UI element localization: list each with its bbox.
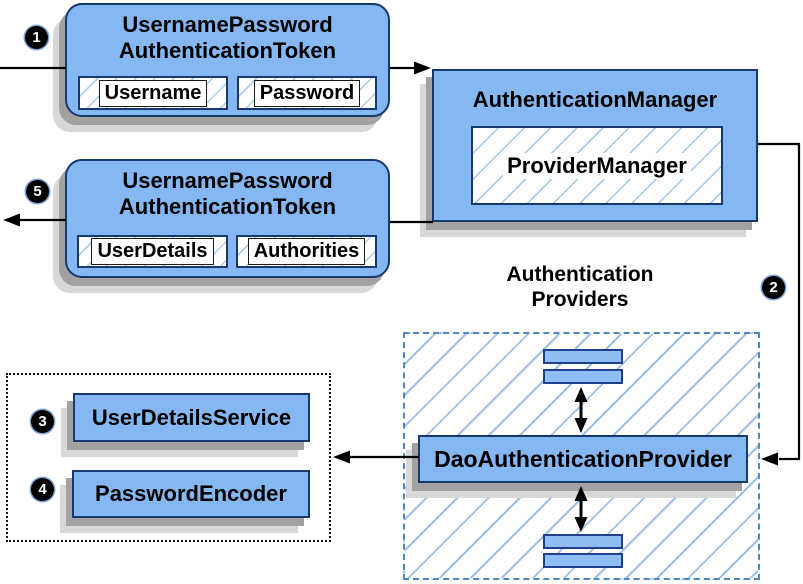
authentication-providers-label-line1: Authentication (506, 263, 654, 286)
field-userdetails-label: UserDetails (91, 238, 214, 265)
response-token-title-line1: UsernamePassword (122, 168, 333, 193)
request-token-title: UsernamePassword AuthenticationToken (67, 5, 388, 64)
services-group: UserDetailsService PasswordEncoder (6, 373, 331, 542)
user-details-service-box: UserDetailsService (73, 393, 310, 442)
step-5-number: 5 (33, 183, 42, 200)
provider-manager-box: ProviderManager (471, 126, 723, 205)
response-token-title-line2: AuthenticationToken (118, 194, 337, 219)
field-password: Password (237, 76, 377, 110)
field-username-label: Username (98, 79, 208, 107)
provider-list-item-bar (543, 369, 623, 384)
field-authorities-label: Authorities (247, 238, 366, 265)
field-authorities: Authorities (236, 235, 377, 268)
step-1-badge: 1 (25, 26, 48, 49)
connector-response-out (3, 213, 66, 227)
password-encoder-label: PasswordEncoder (95, 481, 287, 506)
authentication-manager-title: AuthenticationManager (472, 87, 718, 112)
response-token-title: UsernamePassword AuthenticationToken (67, 161, 388, 220)
field-userdetails: UserDetails (77, 235, 228, 268)
request-token-title-line2: AuthenticationToken (118, 38, 337, 63)
authentication-manager-box: AuthenticationManager ProviderManager (432, 69, 758, 222)
dao-authentication-provider-label: DaoAuthenticationProvider (434, 445, 732, 472)
step-3-number: 3 (38, 413, 47, 430)
request-token-box: UsernamePassword AuthenticationToken Use… (65, 3, 390, 117)
field-username: Username (78, 76, 228, 110)
field-password-label: Password (253, 79, 361, 107)
step-3-badge: 3 (31, 410, 54, 433)
step-1-number: 1 (32, 29, 41, 46)
provider-list-item-bar (543, 553, 623, 568)
authentication-providers-label: Authentication Providers (460, 262, 700, 312)
step-5-badge: 5 (26, 180, 49, 203)
step-4-number: 4 (38, 481, 47, 498)
user-details-service-label: UserDetailsService (91, 404, 292, 430)
step-2-number: 2 (769, 279, 778, 296)
authentication-providers-group: DaoAuthenticationProvider (403, 332, 760, 580)
authentication-providers-label-line2: Providers (531, 288, 629, 311)
provider-list-item-bar (543, 349, 623, 364)
provider-list-item-bar (543, 534, 623, 549)
connector-request-to-manager (390, 61, 431, 75)
dao-authentication-provider-box: DaoAuthenticationProvider (418, 435, 748, 483)
connector-manager-to-providers (758, 142, 801, 466)
provider-manager-label: ProviderManager (503, 152, 691, 179)
response-token-box: UsernamePassword AuthenticationToken Use… (65, 159, 390, 278)
request-token-title-line1: UsernamePassword (122, 12, 333, 37)
step-4-badge: 4 (31, 478, 54, 501)
step-2-badge: 2 (762, 276, 785, 299)
password-encoder-box: PasswordEncoder (72, 470, 310, 518)
